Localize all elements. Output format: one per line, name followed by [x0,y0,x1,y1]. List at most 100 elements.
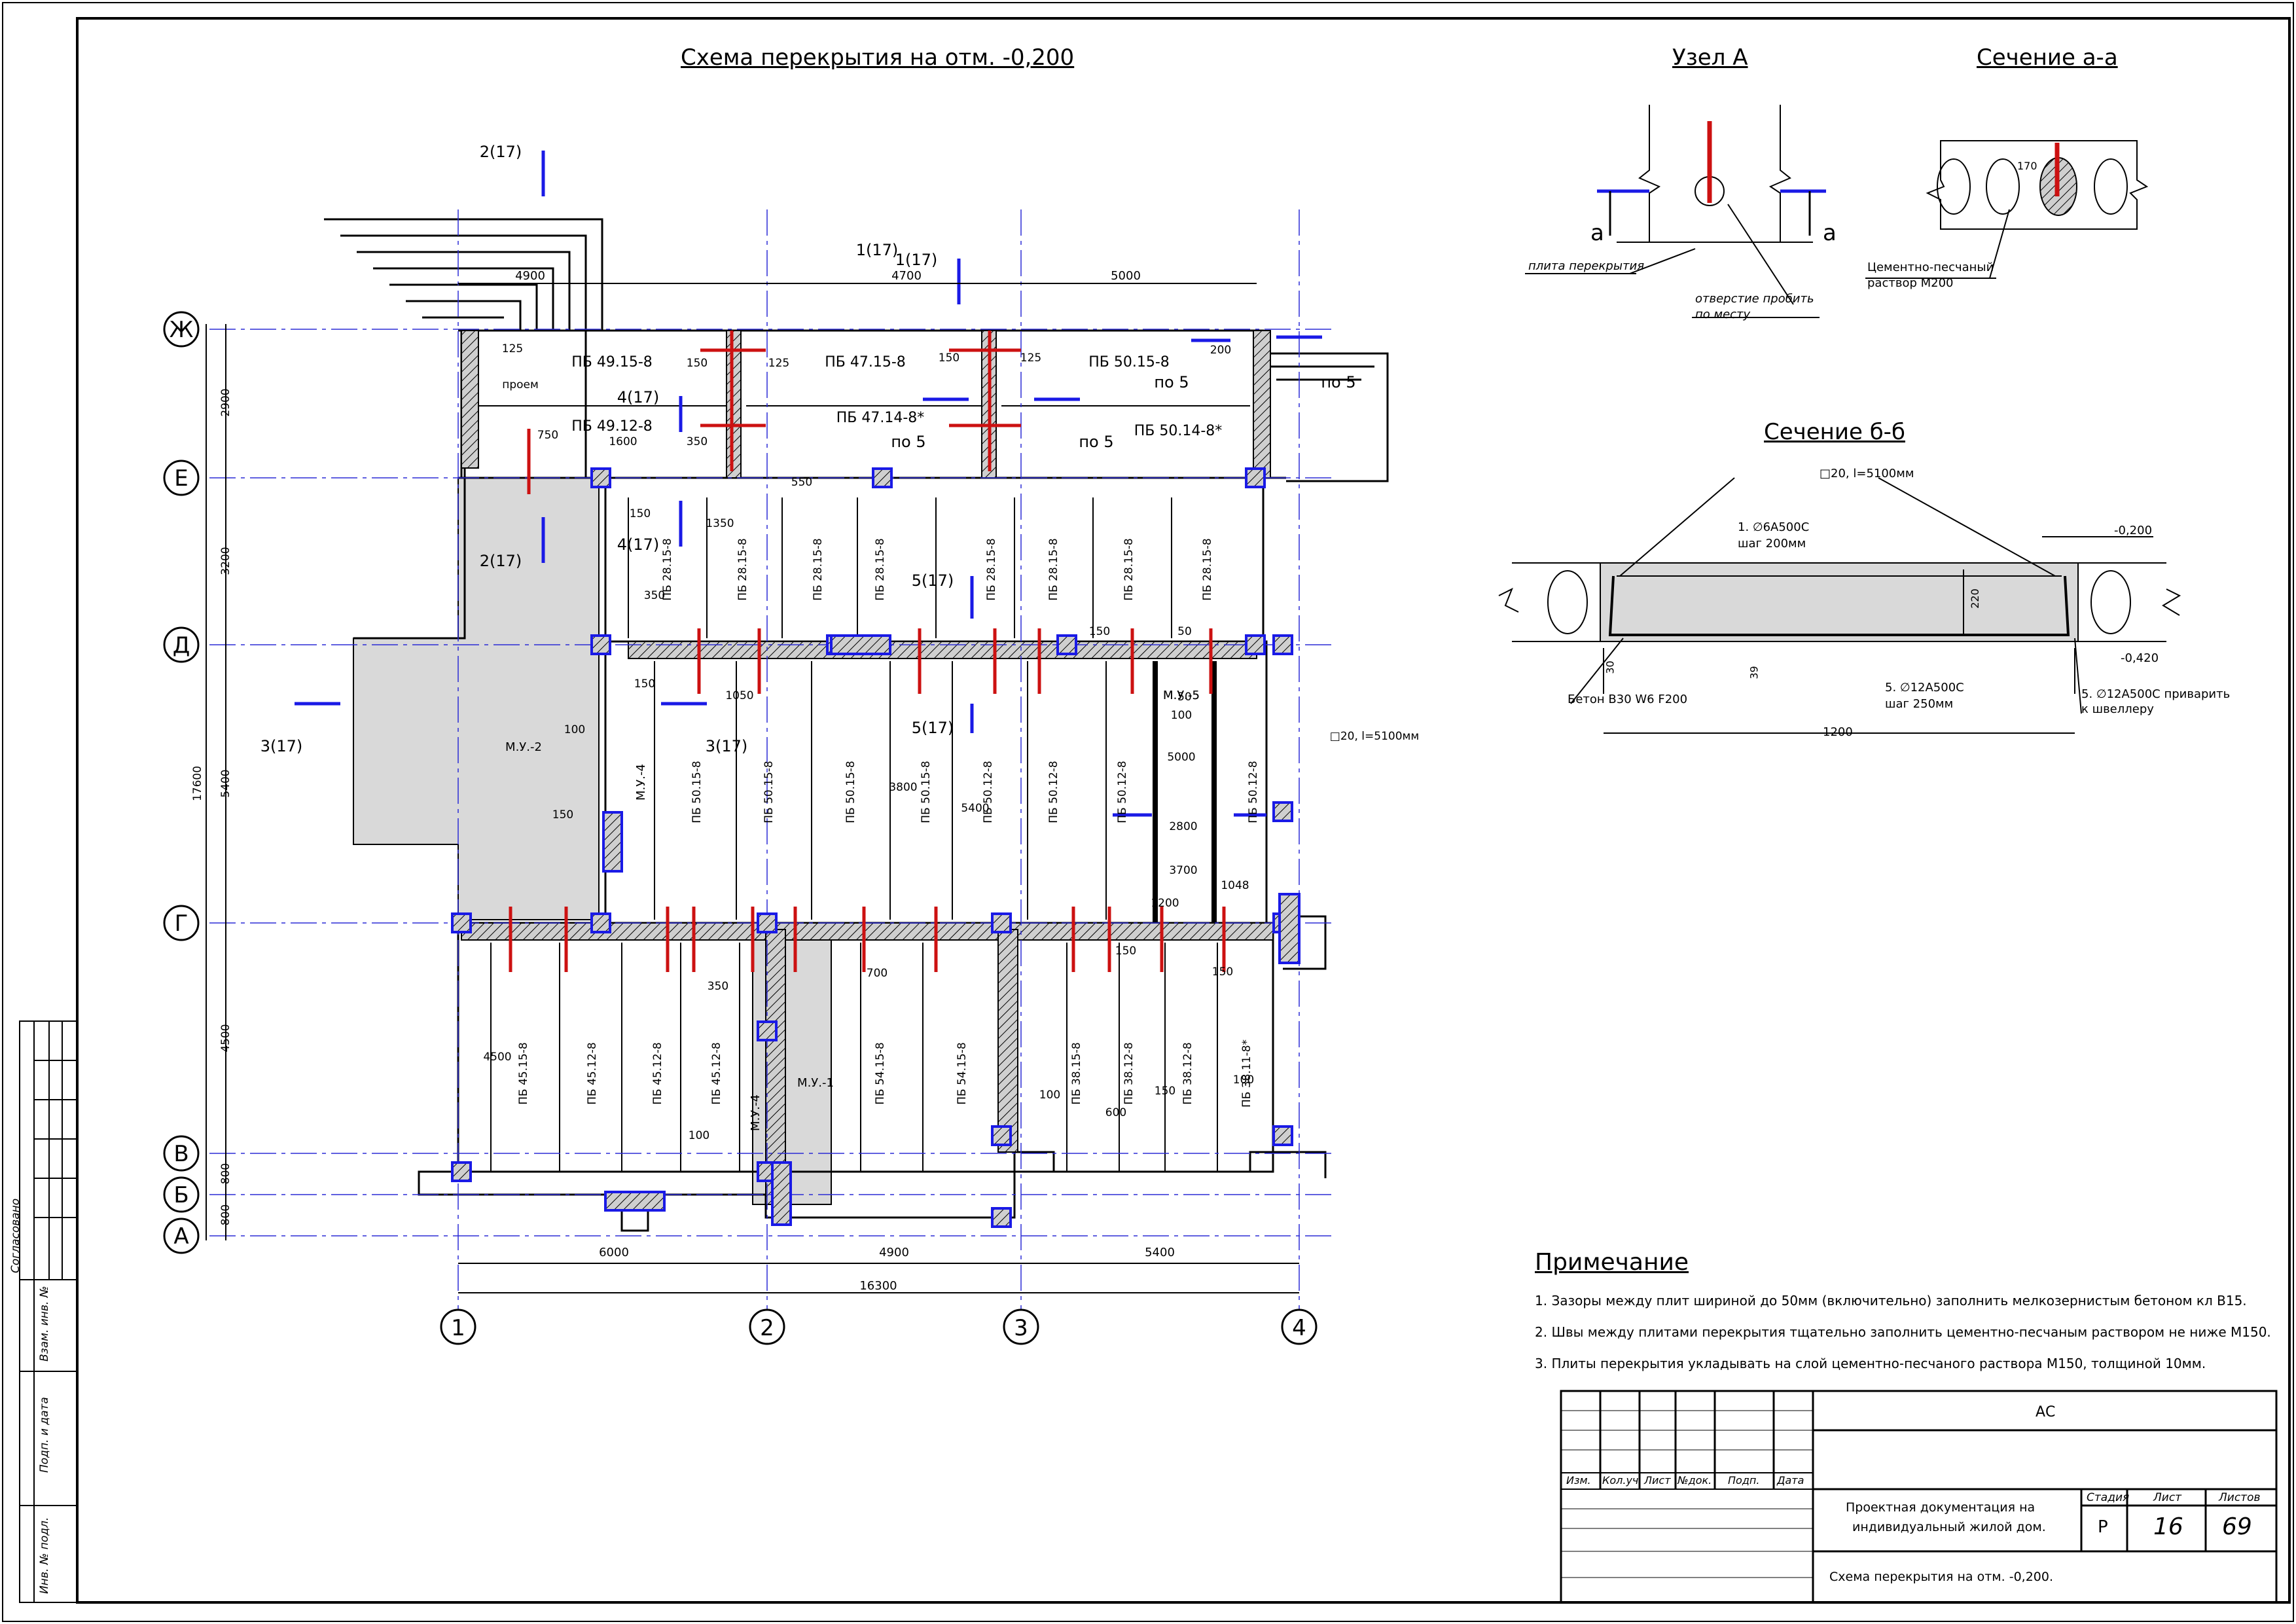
small-dim: 350 [687,435,708,448]
column [1245,467,1266,488]
small-dim: 350 [644,589,665,602]
column [1056,634,1077,655]
stamp-project-2: индивидуальный жилой дом. [1852,1520,2046,1534]
small-dim: 150 [687,357,708,370]
section-mark-label: 2(17) [480,143,522,161]
stamp-col-doc: №док. [1677,1474,1712,1487]
section-bb-level-bottom: -0,420 [2121,651,2159,665]
axis-label-Г: Г [175,911,188,937]
dim-top: 4700 [891,269,922,283]
drawing-frame [76,17,2291,1604]
node-a-detail [1525,105,1826,318]
column [1272,634,1293,655]
axis-bubble [163,1176,200,1213]
axis-bubble [749,1308,785,1345]
po5-label: по 5 [891,433,925,451]
po5-label: по 5 [1079,433,1113,451]
column [451,912,472,933]
axis-bubble [163,460,200,496]
small-dim: 100 [564,723,585,736]
column [872,467,893,488]
axis-label-2: 2 [760,1315,774,1341]
slab-label: ПБ 28.15-8 [874,538,887,600]
node-a-cut-right: а [1823,220,1837,246]
slab-label: ПБ 47.15-8 [825,354,906,370]
section-mark-label: 1(17) [856,241,899,259]
side-agreed: Согласовано [9,1198,22,1273]
small-dim: 3800 [889,781,917,794]
slab-label: ПБ 45.12-8 [586,1042,599,1104]
slab-label: ПБ 28.15-8 [736,538,749,600]
small-dim: 125 [1020,352,1041,365]
stamp-col-izm: Изм. [1566,1474,1591,1487]
slab-label: ПБ 38.12-8 [1181,1042,1194,1104]
mu-label: М.У.-1 [797,1076,834,1090]
section-mark-label: 3(17) [260,737,303,755]
mu-label: М.У.-2 [505,740,542,754]
slab-label: ПБ 50.12-8 [1047,761,1060,823]
stamp-col-kol: Кол.уч. [1602,1474,1642,1487]
small-dim: 125 [768,357,789,370]
notes-heading: Примечание [1535,1249,1689,1276]
slab-label: ПБ 54.15-8 [956,1042,969,1104]
axis-bubble [1281,1308,1318,1345]
slab-label: ПБ 38.15-8 [1070,1042,1083,1104]
main-title: Схема перекрытия на отм. -0,200 [681,45,1075,71]
axis-bubble [163,311,200,348]
section-aa-title: Сечение а-а [1977,45,2118,71]
stamp-sheet: 16 [2153,1513,2183,1540]
section-bb-channel: □20, l=5100мм [1820,467,1914,480]
dim-bottom: 5400 [1145,1246,1175,1259]
slab-label: ПБ 47.14-8* [836,410,925,426]
stamp-drawing-name: Схема перекрытия на отм. -0,200. [1829,1570,2053,1584]
section-mark-label: 5(17) [912,571,954,590]
column [757,912,778,933]
mu-label: М.У.-5 [1163,689,1200,702]
node-a-slab-label: плита перекрытия [1528,259,1645,273]
section-bb-rebar5: 5. ∅12А500С [1885,681,1964,695]
dim-left: 3200 [219,547,232,575]
stamp-code: АС [2036,1404,2056,1420]
column [1272,1125,1293,1146]
section-aa-mortar: Цементно-песчаный раствор М200 [1867,261,1994,290]
axis-bubble [163,626,200,663]
notes: Примечание 1. Зазоры между плит шириной … [1535,1247,2271,1379]
small-dim: 700 [867,967,888,980]
slab-label: ПБ 50.15-8 [1088,354,1170,370]
small-dim: 3700 [1169,864,1197,877]
small-dim: 100 [1039,1089,1060,1102]
small-dim: 50 [1177,625,1192,638]
slab-label: ПБ 50.12-8 [982,761,995,823]
columns [451,467,1300,1228]
small-dim: 50 [1177,691,1192,704]
dim-bottom: 4900 [879,1246,909,1259]
side-inv-new: Взам. инв. № [38,1286,51,1362]
stamp-project-1: Проектная документация на [1846,1500,2036,1515]
stamp-col-list: Лист [1644,1474,1671,1487]
slab-label: ПБ 45.15-8 [517,1042,530,1104]
column [602,811,623,873]
column [991,912,1012,933]
slab-label: ПБ 28.15-8 [661,538,674,600]
column [757,1020,778,1041]
slab-label: ПБ 28.15-8 [985,538,998,600]
small-dim: 5000 [1167,751,1195,764]
axis-label-Е: Е [174,465,188,492]
section-mark-label: 3(17) [706,737,748,755]
anchor-marks [295,151,1322,972]
small-dim: 100 [689,1129,709,1142]
dimension-lines [206,283,1299,1293]
dim-top: 5000 [1111,269,1141,283]
column [1272,801,1293,822]
stamp-stage: Р [2098,1517,2108,1537]
note-item: 3. Плиты перекрытия укладывать на слой ц… [1535,1356,2206,1371]
section-bb-level-top: -0,200 [2114,524,2153,537]
section-bb-dim-30: 30 [1604,660,1617,674]
column [771,1161,792,1226]
section-mark-label: 2(17) [480,552,522,570]
small-dim: 150 [634,677,655,691]
po5-label: по 5 [1154,373,1189,391]
section-aa-dim: 170 [2017,160,2037,172]
small-dim: 1600 [609,435,637,448]
